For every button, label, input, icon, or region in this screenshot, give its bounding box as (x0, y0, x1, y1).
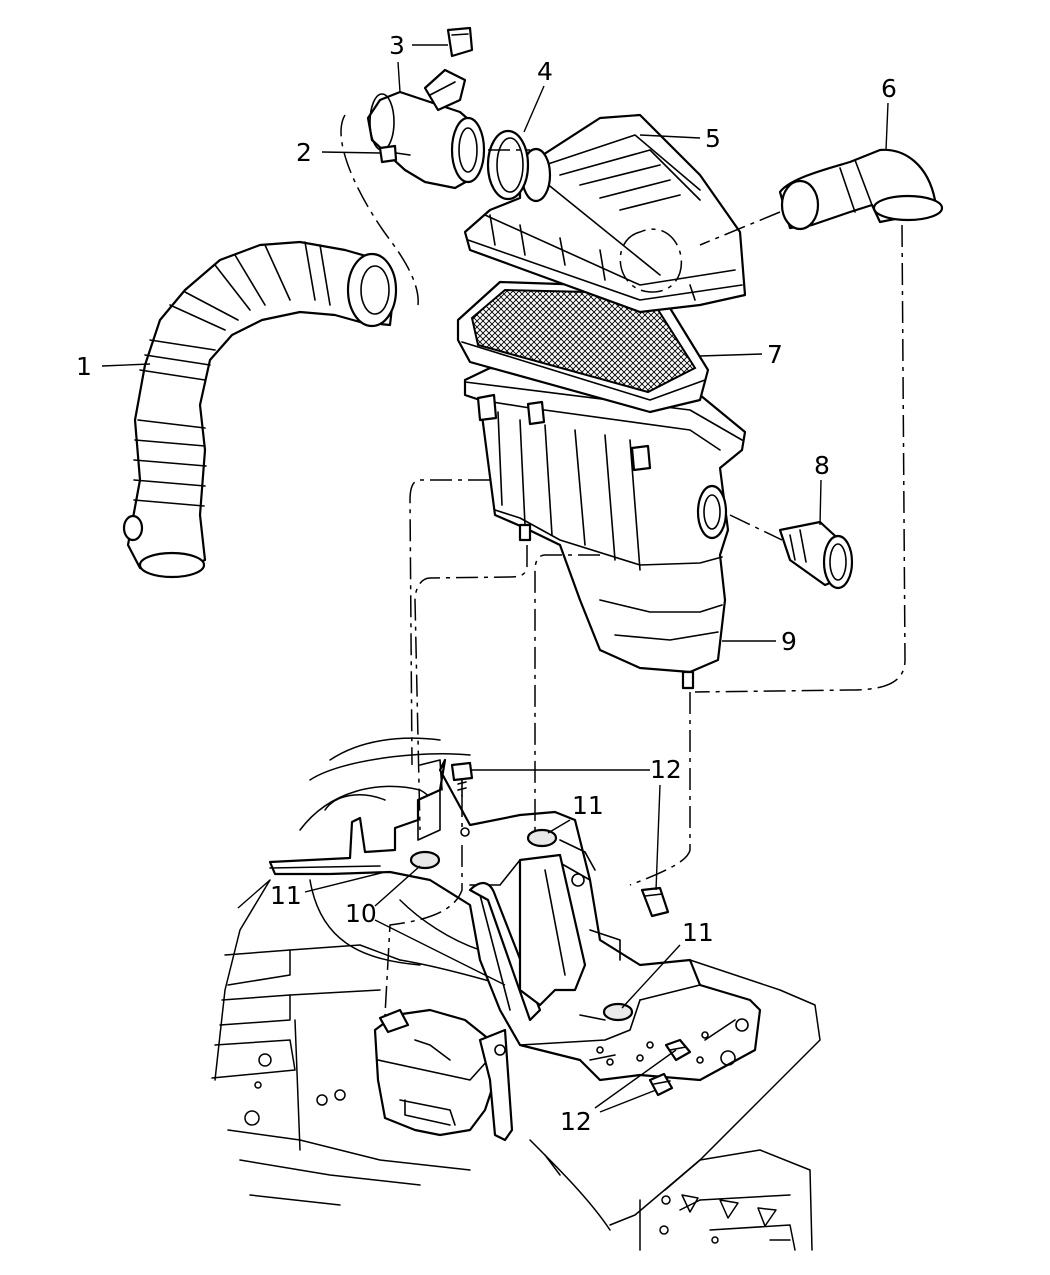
bolt-upper (450, 761, 474, 797)
callout-4: 4 (537, 57, 553, 86)
callout-7: 7 (767, 340, 783, 369)
seal-ring (486, 129, 530, 201)
callout-10: 10 (345, 899, 377, 928)
callout-8: 8 (814, 451, 830, 480)
callout-labels: 1 2 3 4 5 6 7 8 9 10 11 11 11 12 12 (76, 31, 897, 1136)
callout-6: 6 (881, 74, 897, 103)
callout-11-right: 11 (682, 918, 714, 947)
callout-9: 9 (781, 627, 797, 656)
callout-5: 5 (705, 124, 721, 153)
bolt-lower-a (664, 1038, 692, 1062)
bolts (450, 761, 692, 1097)
callout-11-left: 11 (270, 881, 302, 910)
callout-1: 1 (76, 352, 92, 381)
leader-lines (101, 44, 889, 1113)
callout-12-upper: 12 (650, 755, 682, 784)
grommet-left (409, 850, 441, 870)
air-inlet-duct (122, 240, 398, 579)
air-cleaner-lower-housing (463, 366, 747, 690)
assembly-lines (340, 114, 906, 1016)
sensor-screw (378, 144, 411, 164)
mounting-bracket (268, 758, 762, 1142)
maf-sensor (366, 26, 486, 190)
grommets (409, 828, 634, 1022)
callout-12-lower: 12 (560, 1107, 592, 1136)
outlet-tube (778, 520, 854, 590)
callout-11-upper: 11 (572, 791, 604, 820)
air-filter-element (456, 280, 710, 414)
grommet-right (602, 1002, 634, 1022)
elbow-hose (778, 148, 944, 231)
vehicle-body-background (211, 737, 821, 1251)
callout-3: 3 (389, 31, 405, 60)
callout-2: 2 (296, 138, 312, 167)
bolt-right (640, 886, 670, 918)
grommet-upper (526, 828, 558, 848)
